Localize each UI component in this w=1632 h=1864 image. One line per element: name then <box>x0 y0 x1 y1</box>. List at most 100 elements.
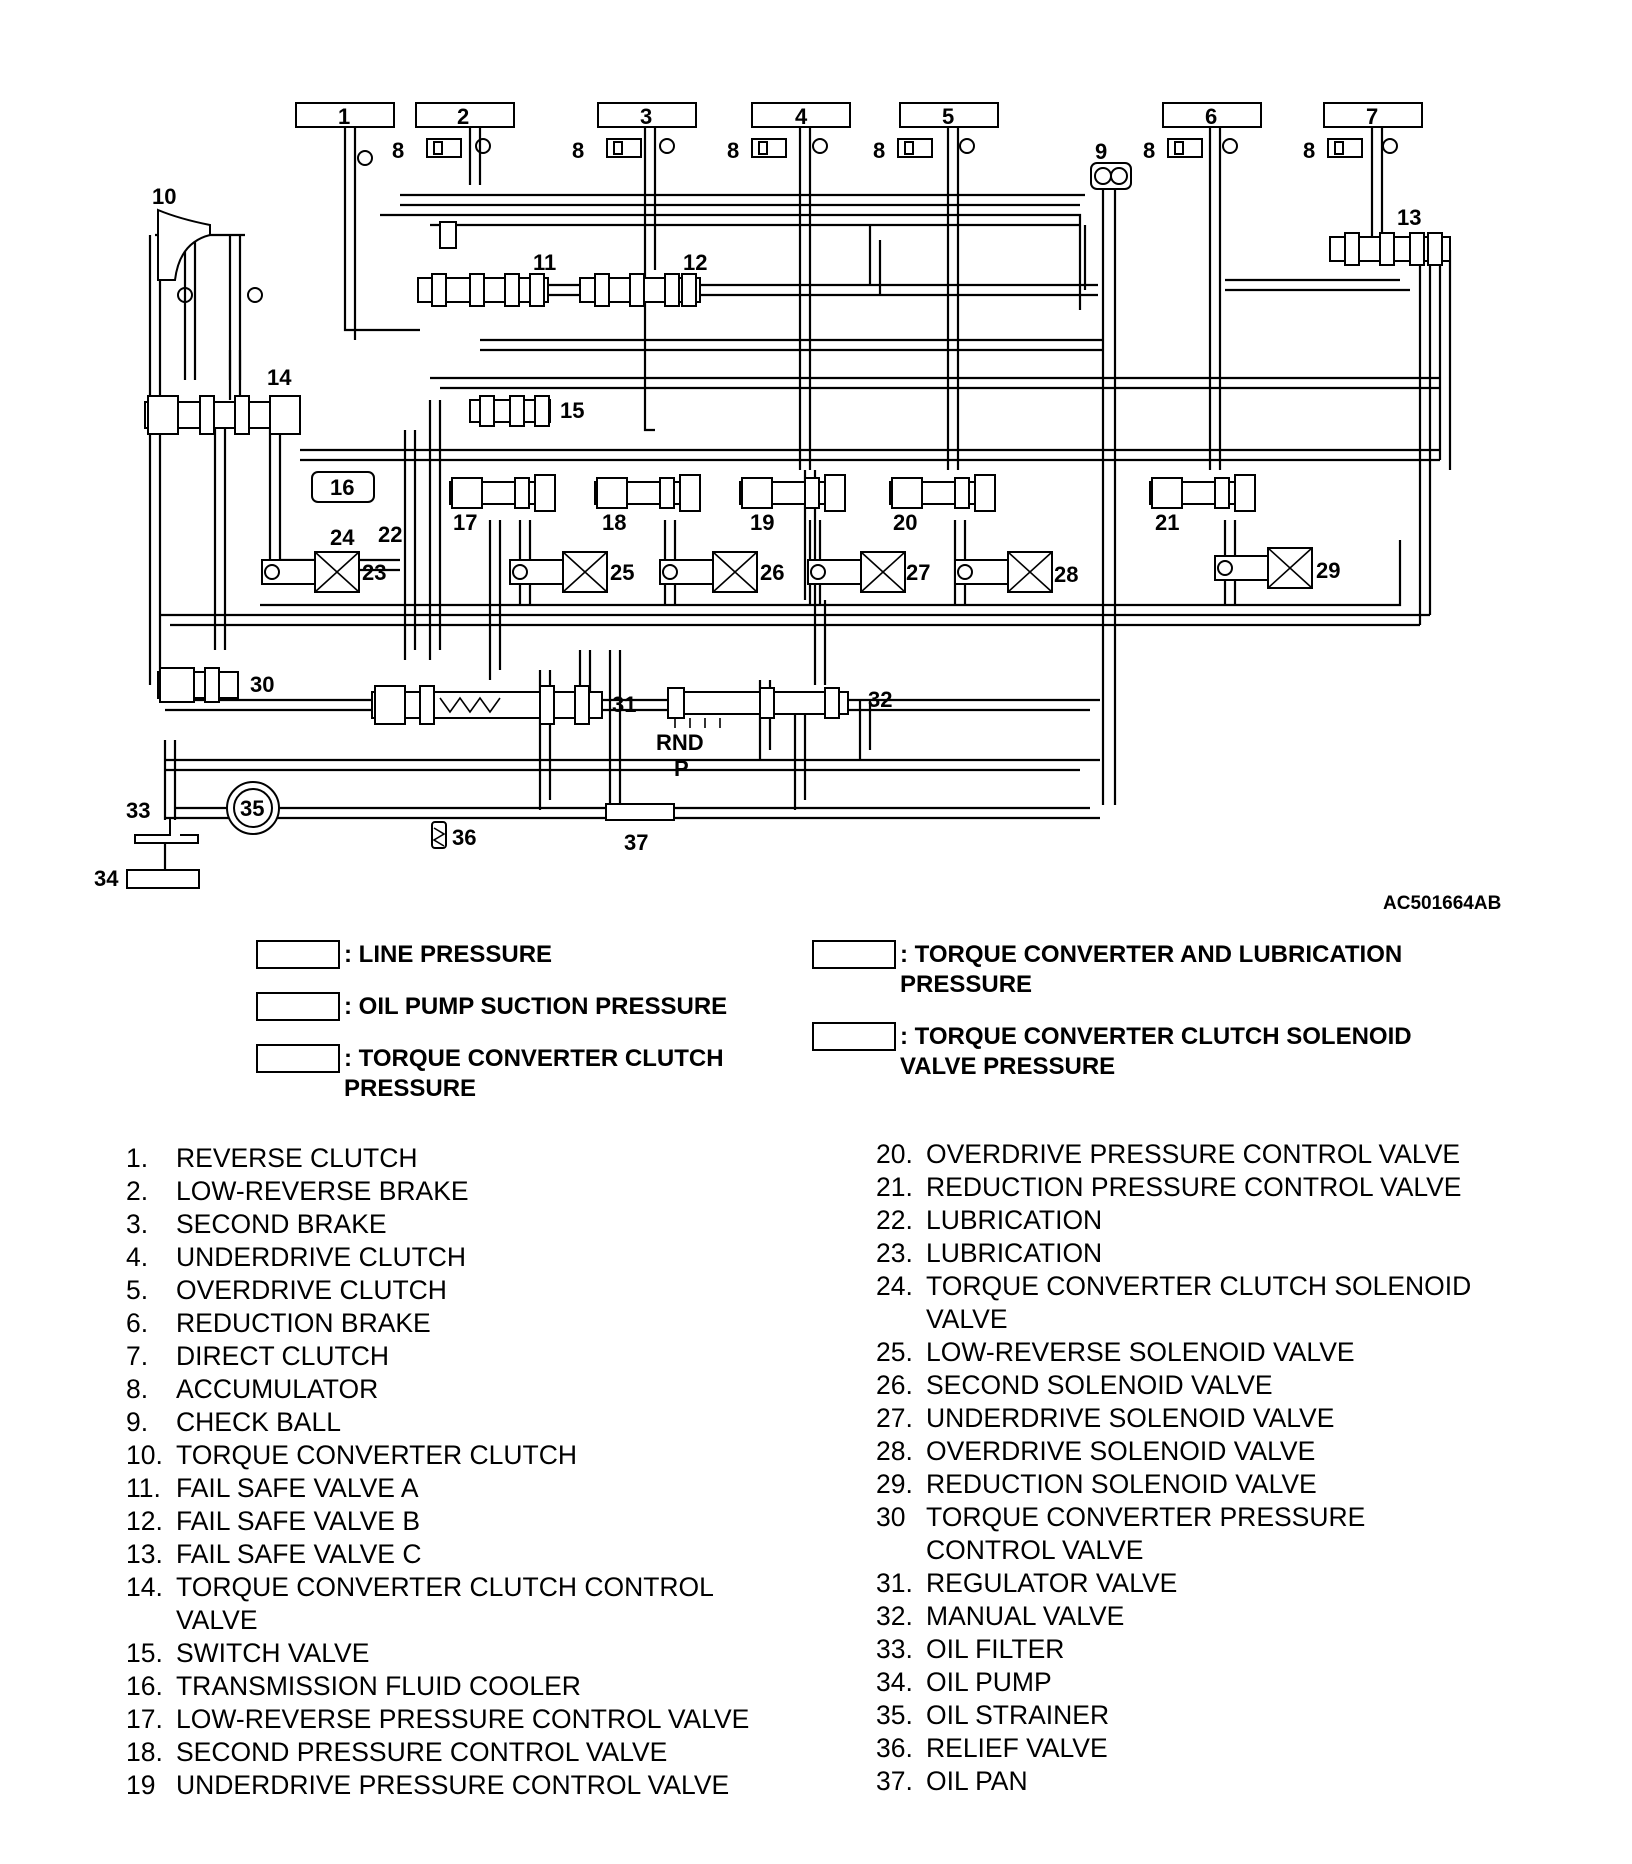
part-name: TORQUE CONVERTER CLUTCH SOLENOID <box>926 1271 1472 1301</box>
part-number: 4. <box>126 1242 149 1272</box>
legend-label: : LINE PRESSURE <box>344 941 553 968</box>
part-name: FAIL SAFE VALVE B <box>176 1506 420 1536</box>
callout-25: 25 <box>610 560 634 585</box>
part-number: 11. <box>126 1473 161 1503</box>
part-list-item: 14.TORQUE CONVERTER CLUTCH CONTROL <box>126 1571 749 1604</box>
callout-24: 24 <box>330 525 355 550</box>
callout-9: 9 <box>1095 139 1107 164</box>
part-number: 35. <box>876 1700 913 1730</box>
part-number: 29. <box>876 1469 913 1499</box>
underdrive-solenoid-valve <box>807 551 906 593</box>
callout-32: 32 <box>868 687 892 712</box>
callout-3: 3 <box>640 104 652 129</box>
part-list-item: 7.DIRECT CLUTCH <box>126 1340 749 1373</box>
pressure-ports <box>177 138 1398 303</box>
transmission-fluid-cooler <box>311 471 375 503</box>
part-name: LOW-REVERSE PRESSURE CONTROL VALVE <box>176 1704 750 1734</box>
part-list-item: 26.SECOND SOLENOID VALVE <box>876 1369 1471 1402</box>
part-name: LUBRICATION <box>926 1238 1103 1268</box>
part-name: VALVE <box>176 1605 258 1635</box>
callout-13: 13 <box>1397 205 1421 230</box>
part-name: RELIEF VALVE <box>926 1733 1108 1763</box>
switch-valve <box>469 395 551 427</box>
part-list-item: 2.LOW-REVERSE BRAKE <box>126 1175 749 1208</box>
part-name: REGULATOR VALVE <box>926 1568 1178 1598</box>
callout-22: 22 <box>378 522 402 547</box>
low-reverse-solenoid-valve <box>509 551 608 593</box>
part-number: 16. <box>126 1671 163 1701</box>
part-number: 23. <box>876 1238 913 1268</box>
callout-31: 31 <box>612 692 636 717</box>
part-number: 6. <box>126 1308 149 1338</box>
accumulators <box>426 138 1363 158</box>
callout-35: 35 <box>240 796 264 821</box>
part-number: 19 <box>126 1770 156 1800</box>
regulator-valve <box>371 685 603 725</box>
tc-pressure-control-valve <box>157 667 239 703</box>
part-number: 37. <box>876 1766 913 1796</box>
fluid-passages <box>148 127 1452 820</box>
part-number: 21. <box>876 1172 913 1202</box>
part-number: 15. <box>126 1638 163 1668</box>
legend-suction-pressure: : OIL PUMP SUCTION PRESSURE <box>256 992 727 1022</box>
part-number: 36. <box>876 1733 913 1763</box>
callout-12: 12 <box>683 250 707 275</box>
second-solenoid-valve <box>659 551 758 593</box>
underdrive-clutch-box <box>751 102 851 128</box>
part-list-item: 3.SECOND BRAKE <box>126 1208 749 1241</box>
callout-14: 14 <box>267 365 292 390</box>
legend-label: : TORQUE CONVERTER AND LUBRICATION PRESS… <box>900 941 1403 998</box>
manual-range-p: P <box>674 756 689 781</box>
part-list-item: 25. LOW-REVERSE SOLENOID VALVE <box>876 1336 1471 1369</box>
part-name: REDUCTION SOLENOID VALVE <box>926 1469 1317 1499</box>
part-name: FAIL SAFE VALVE A <box>176 1473 419 1503</box>
low-reverse-brake-box <box>415 102 515 128</box>
part-name: TORQUE CONVERTER CLUTCH <box>176 1440 577 1470</box>
legend-tc-lubrication-pressure: : TORQUE CONVERTER AND LUBRICATION PRESS… <box>812 940 1402 1000</box>
part-number: 30 <box>876 1502 906 1532</box>
callout-8-e: 8 <box>1143 138 1155 163</box>
part-number: 3. <box>126 1209 149 1239</box>
check-ball <box>1090 162 1132 190</box>
part-list-item: 36. RELIEF VALVE <box>876 1732 1471 1765</box>
callout-11: 11 <box>533 250 556 275</box>
part-number: 7. <box>126 1341 149 1371</box>
torque-converter-clutch <box>157 208 211 281</box>
part-number <box>876 1303 926 1336</box>
legend-swatch <box>256 940 340 969</box>
second-brake-box <box>597 102 697 128</box>
callout-29: 29 <box>1316 558 1340 583</box>
part-name: CHECK BALL <box>176 1407 341 1437</box>
oil-pan <box>605 803 675 821</box>
part-list-item: 5.OVERDRIVE CLUTCH <box>126 1274 749 1307</box>
oil-strainer <box>226 781 280 835</box>
part-number: 24. <box>876 1271 913 1301</box>
part-name: OIL FILTER <box>926 1634 1065 1664</box>
part-list-item: 32.MANUAL VALVE <box>876 1600 1471 1633</box>
oil-filter <box>134 818 199 844</box>
callout-23: 23 <box>362 560 386 585</box>
part-list-item: 22.LUBRICATION <box>876 1204 1471 1237</box>
part-number: 25. <box>876 1337 913 1367</box>
fail-safe-valve-a <box>417 221 549 307</box>
part-name: REDUCTION BRAKE <box>176 1308 431 1338</box>
part-number: 1. <box>126 1143 149 1173</box>
part-name: SECOND PRESSURE CONTROL VALVE <box>176 1737 668 1767</box>
callout-7: 7 <box>1366 104 1378 129</box>
part-number: 31. <box>876 1568 913 1598</box>
part-number: 10. <box>126 1440 163 1470</box>
part-number: 17. <box>126 1704 163 1734</box>
part-name: LOW-REVERSE SOLENOID VALVE <box>926 1337 1355 1367</box>
part-list-item: 4.UNDERDRIVE CLUTCH <box>126 1241 749 1274</box>
reduction-brake-box <box>1162 102 1262 128</box>
part-name: FAIL SAFE VALVE C <box>176 1539 422 1569</box>
part-list-item: 37.OIL PAN <box>876 1765 1471 1798</box>
part-list-item: VALVE <box>126 1604 749 1637</box>
overdrive-pressure-control-valve <box>889 474 996 512</box>
part-name: REVERSE CLUTCH <box>176 1143 418 1173</box>
part-number: 27. <box>876 1403 913 1433</box>
part-name: LOW-REVERSE BRAKE <box>176 1176 469 1206</box>
